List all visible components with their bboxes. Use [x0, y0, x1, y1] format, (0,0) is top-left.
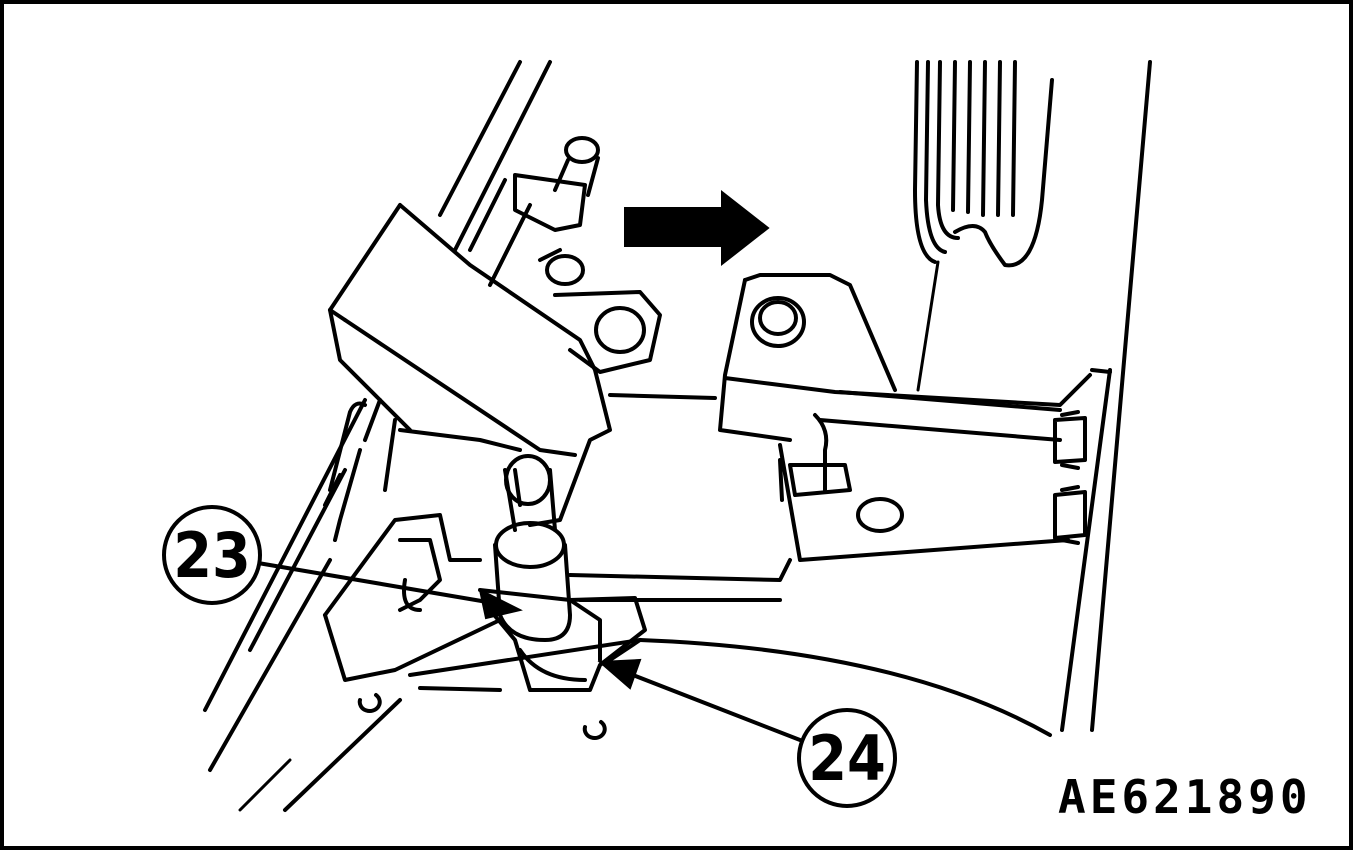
right-plate-bolts [1053, 410, 1087, 545]
callout-23-leader [256, 561, 523, 620]
direction-arrow-right [624, 189, 770, 267]
beam-bolt [778, 413, 904, 533]
figure-code: AE621890 [1058, 770, 1312, 824]
top-bolt-bracket [468, 136, 662, 374]
retaining-rings [357, 693, 607, 741]
callout-23-label: 23 [173, 519, 251, 592]
middle-bracket [608, 273, 1092, 442]
callout-24: 24 [797, 708, 897, 808]
callout-23: 23 [162, 505, 262, 605]
right-frame [1060, 60, 1152, 732]
lower-bracket-plate [478, 588, 647, 692]
callout-24-leader [597, 658, 802, 742]
callout-24-label: 24 [808, 722, 886, 795]
hinged-housing [323, 203, 612, 542]
pulley-belt [913, 60, 1054, 392]
hinge-pin-assembly [323, 454, 572, 682]
